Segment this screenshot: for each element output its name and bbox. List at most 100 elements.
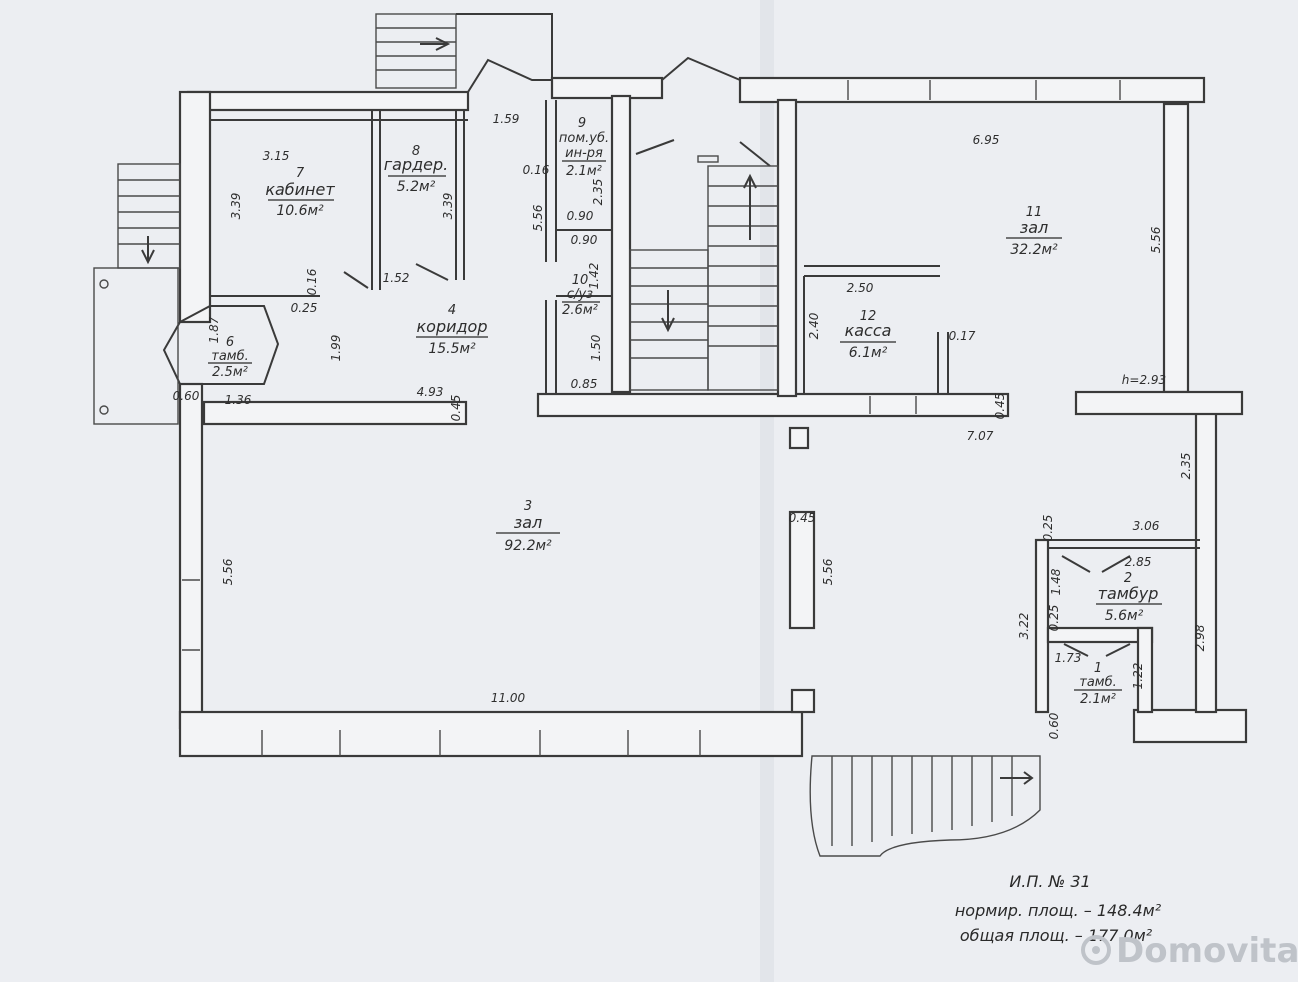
room-area: 15.5м² bbox=[428, 341, 476, 357]
dimension-label: 2.98 bbox=[1193, 624, 1207, 651]
dimension-label: 3.06 bbox=[1133, 519, 1160, 533]
room-label-11: 11 зал 32.2м² bbox=[1006, 205, 1062, 258]
exterior-walls bbox=[178, 76, 1248, 758]
dimension-label: 3.39 bbox=[441, 193, 455, 220]
dimension-label: 2.40 bbox=[807, 312, 821, 339]
dimension-label: 1.87 bbox=[207, 316, 221, 343]
room-name: гардер. bbox=[384, 155, 449, 174]
stair-bottom bbox=[809, 755, 1041, 857]
room-area: 92.2м² bbox=[504, 538, 552, 554]
dimension-label: 1.99 bbox=[329, 335, 343, 362]
room-area: 32.2м² bbox=[1010, 242, 1058, 258]
dimension-label: 0.16 bbox=[305, 268, 319, 295]
room-area: 2.1м² bbox=[566, 164, 602, 179]
dimension-label: 11.00 bbox=[491, 691, 526, 705]
room-name: кабинет bbox=[265, 180, 335, 199]
room-area: 5.6м² bbox=[1105, 608, 1144, 624]
room-name: коридор bbox=[416, 317, 487, 336]
room-label-10: 10 с/уз 2.6м² bbox=[562, 273, 600, 318]
normalized-area: нормир. площ. – 148.4м² bbox=[955, 901, 1162, 920]
dimension-label: 7.07 bbox=[967, 429, 994, 443]
room-label-4: 4 коридор 15.5м² bbox=[416, 303, 488, 357]
dimension-label: 1.73 bbox=[1055, 651, 1082, 665]
dimension-label: 0.25 bbox=[291, 301, 318, 315]
entrance-bays bbox=[467, 56, 741, 93]
dimension-label: 3.15 bbox=[263, 149, 290, 163]
room-name: зал bbox=[1020, 218, 1049, 237]
dimension-label: 1.48 bbox=[1049, 568, 1063, 595]
room-number: 1 bbox=[1094, 661, 1102, 676]
dimension-label: 1.50 bbox=[589, 334, 603, 361]
dimension-label: 0.60 bbox=[1047, 712, 1061, 739]
dimension-label: 6.95 bbox=[973, 133, 1000, 147]
watermark-text: Domovita bbox=[1116, 931, 1298, 971]
dimension-label: 2.35 bbox=[1179, 453, 1193, 480]
room-number: 6 bbox=[226, 335, 234, 350]
dimension-label: 5.56 bbox=[221, 558, 235, 585]
dimension-label: 2.50 bbox=[847, 281, 874, 295]
room-number: 4 bbox=[448, 303, 456, 318]
stair-top bbox=[375, 13, 553, 89]
room-label-1: 1 тамб. 2.1м² bbox=[1074, 661, 1122, 707]
dimension-label: 1.22 bbox=[1131, 663, 1145, 690]
room-area: 2.5м² bbox=[212, 365, 248, 380]
stair-left bbox=[93, 163, 181, 425]
room-name: тамбур bbox=[1098, 584, 1159, 603]
room-label-8: 8 гардер. 5.2м² bbox=[384, 144, 449, 195]
dimension-label: 5.56 bbox=[1149, 226, 1163, 253]
dimension-label: 3.22 bbox=[1017, 613, 1031, 640]
room-number: 8 bbox=[412, 144, 420, 159]
room-name-2: ин-ря bbox=[565, 146, 603, 161]
room-name: с/уз bbox=[567, 287, 593, 302]
dimension-label: 1.59 bbox=[493, 112, 520, 126]
paper-fold bbox=[760, 0, 774, 982]
room-label-12: 12 касса 6.1м² bbox=[840, 309, 896, 361]
dimension-label: 0.90 bbox=[571, 233, 598, 247]
room-area: 5.2м² bbox=[397, 179, 436, 195]
room-area: 10.6м² bbox=[276, 203, 324, 219]
watermark: Domovita bbox=[1081, 931, 1298, 971]
dimension-label: 0.90 bbox=[567, 209, 594, 223]
room-number: 7 bbox=[296, 166, 305, 181]
dimension-label: 5.56 bbox=[531, 204, 545, 231]
dimension-label: h=2.93 bbox=[1122, 373, 1166, 387]
room-number: 12 bbox=[860, 309, 877, 324]
dimension-labels: 1.59 3.15 3.39 3.39 0.16 2.35 5.56 0.90 … bbox=[173, 112, 1207, 739]
room-name: зал bbox=[514, 513, 543, 532]
room-label-3: 3 зал 92.2м² bbox=[496, 499, 560, 554]
room-name: тамб. bbox=[211, 349, 249, 364]
room-area: 2.1м² bbox=[1080, 692, 1116, 707]
room-number: 9 bbox=[578, 116, 586, 131]
dimension-label: 5.56 bbox=[821, 558, 835, 585]
dimension-label: 0.45 bbox=[789, 511, 816, 525]
dimension-label: 1.42 bbox=[587, 263, 601, 290]
dimension-label: 0.17 bbox=[949, 329, 976, 343]
dimension-label: 1.52 bbox=[383, 271, 410, 285]
dimension-label: 0.60 bbox=[173, 389, 200, 403]
dimension-label: 0.25 bbox=[1041, 515, 1055, 542]
room-name: пом.уб. bbox=[559, 131, 609, 146]
room-area: 6.1м² bbox=[849, 345, 888, 361]
room-name: касса bbox=[845, 321, 892, 340]
dimension-label: 2.35 bbox=[591, 179, 605, 206]
dimension-label: 4.93 bbox=[417, 385, 444, 399]
room-name: тамб. bbox=[1079, 675, 1117, 690]
partitions bbox=[162, 100, 1200, 657]
room-number: 10 bbox=[572, 273, 589, 288]
dimension-label: 0.25 bbox=[1047, 605, 1061, 632]
room-label-6: 6 тамб. 2.5м² bbox=[208, 335, 252, 380]
room-number: 11 bbox=[1026, 205, 1043, 220]
room-area: 2.6м² bbox=[562, 303, 598, 318]
dimension-label: 0.16 bbox=[523, 163, 550, 177]
dimension-label: 0.85 bbox=[571, 377, 598, 391]
dimension-label: 0.45 bbox=[449, 395, 463, 422]
room-label-7: 7 кабинет 10.6м² bbox=[265, 166, 335, 219]
room-number: 2 bbox=[1124, 571, 1132, 586]
dimension-label: 1.36 bbox=[225, 393, 252, 407]
watermark-logo-icon bbox=[1081, 935, 1111, 965]
dimension-label: 0.45 bbox=[993, 393, 1007, 420]
room-label-9: 9 пом.уб. ин-ря 2.1м² bbox=[559, 116, 609, 179]
dimension-label: 3.39 bbox=[229, 193, 243, 220]
